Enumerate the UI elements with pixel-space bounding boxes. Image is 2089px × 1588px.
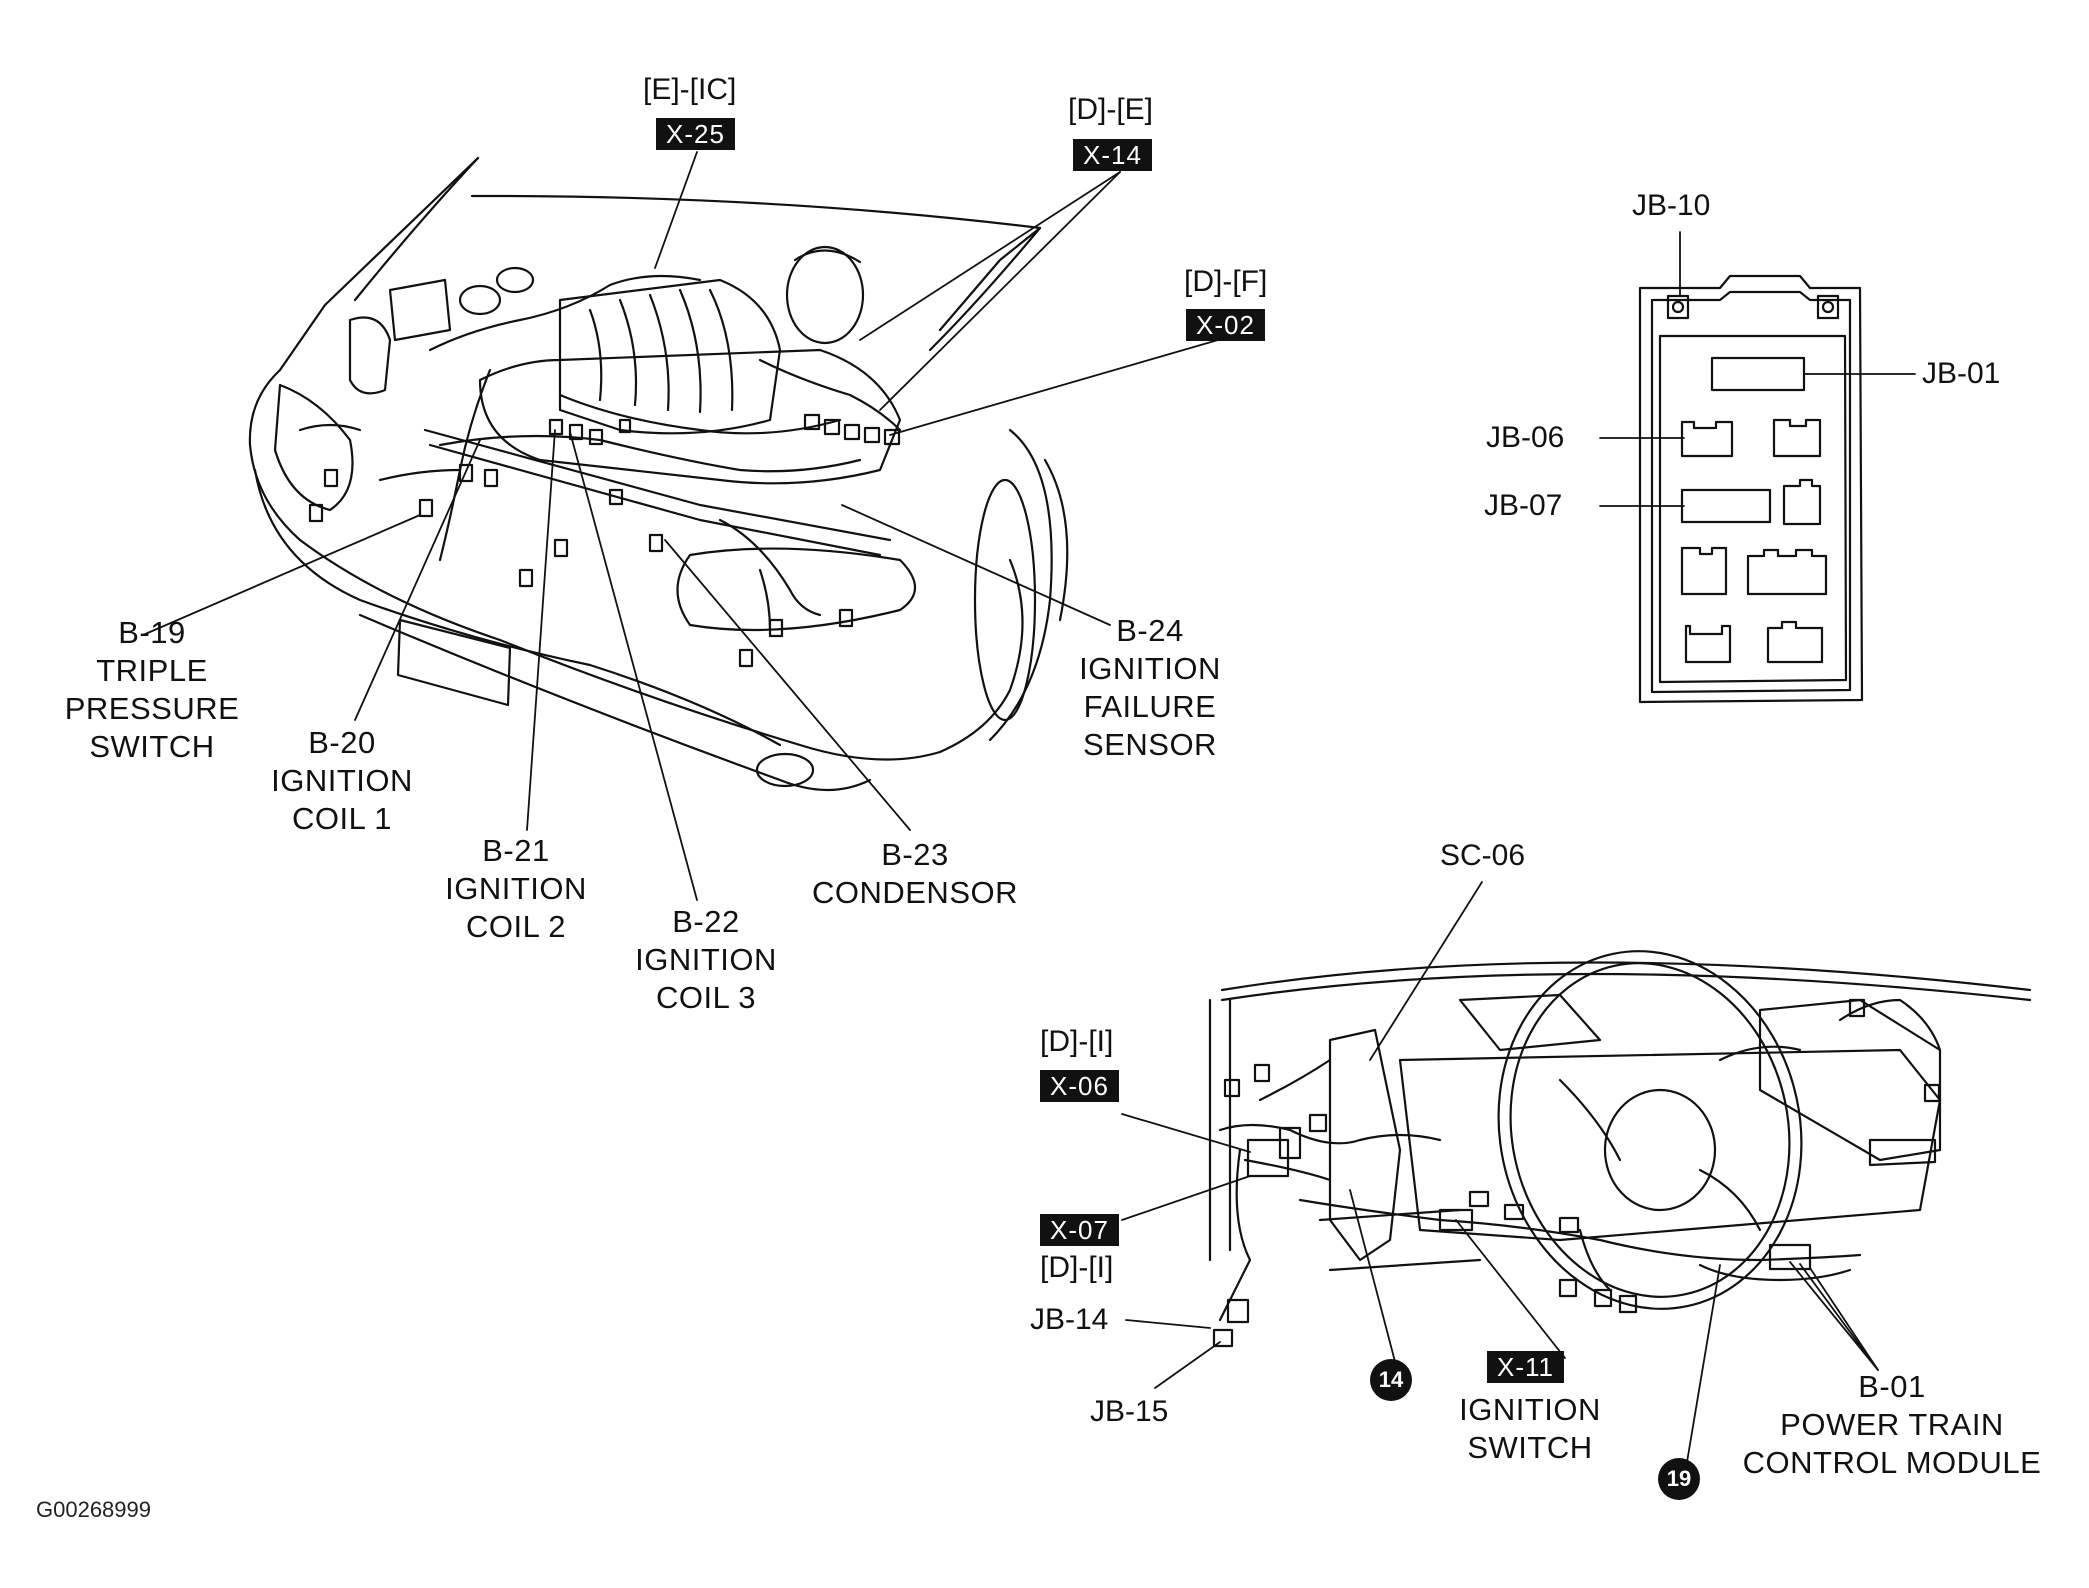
jb-15-label: JB-15 [1090, 1395, 1169, 1428]
badge-14: 14 [1370, 1359, 1412, 1401]
component-name-line: SWITCH [89, 729, 215, 764]
component-b01-label: B-01 POWER TRAIN CONTROL MODULE [1722, 1368, 2062, 1482]
jb-06-label: JB-06 [1486, 421, 1565, 454]
component-id: B-20 [308, 725, 376, 760]
component-name-line: COIL 2 [465, 909, 567, 944]
connector-tag-x11: X-11 [1487, 1351, 1564, 1383]
figure-code: G00268999 [36, 1497, 151, 1522]
connector-ref-x02: [D]-[F] [1184, 265, 1268, 298]
component-b23-label: B-23 CONDENSOR [800, 836, 1030, 912]
connector-ref-x06: [D]-[I] [1040, 1025, 1114, 1058]
component-id: B-19 [118, 615, 186, 650]
connector-ref-x07: [D]-[I] [1040, 1251, 1114, 1284]
component-name-line: PRESSURE [64, 691, 240, 726]
jb-01-label: JB-01 [1922, 357, 2001, 390]
connector-ref-x25: [E]-[IC] [643, 73, 737, 106]
component-name-line: IGNITION [1459, 1392, 1601, 1427]
component-id: B-01 [1858, 1369, 1926, 1404]
component-name-line: COIL 3 [655, 980, 757, 1015]
connector-tag-x06: X-06 [1040, 1070, 1119, 1102]
component-b19-label: B-19 TRIPLE PRESSURE SWITCH [52, 614, 252, 766]
ignition-switch-label: IGNITION SWITCH [1440, 1391, 1620, 1467]
jb-10-label: JB-10 [1632, 189, 1711, 222]
component-id: B-23 [881, 837, 949, 872]
component-name-line: POWER TRAIN [1780, 1407, 2004, 1442]
component-b22-label: B-22 IGNITION COIL 3 [626, 903, 786, 1017]
component-name-line: COIL 1 [291, 801, 393, 836]
component-id: B-22 [672, 904, 740, 939]
component-name-line: IGNITION [445, 871, 587, 906]
component-id: B-24 [1116, 613, 1184, 648]
jb-07-label: JB-07 [1484, 489, 1563, 522]
component-name-line: CONDENSOR [811, 875, 1018, 910]
component-name-line: IGNITION [271, 763, 413, 798]
component-name-line: TRIPLE [96, 653, 208, 688]
connector-tag-x07: X-07 [1040, 1214, 1119, 1246]
component-b24-label: B-24 IGNITION FAILURE SENSOR [1060, 612, 1240, 764]
connector-tag-x25: X-25 [656, 118, 735, 150]
component-b20-label: B-20 IGNITION COIL 1 [262, 724, 422, 838]
component-name-line: SENSOR [1083, 727, 1217, 762]
connector-tag-x14: X-14 [1073, 139, 1152, 171]
connector-tag-x02: X-02 [1186, 309, 1265, 341]
dashboard-illustration [1208, 950, 2032, 1348]
jb-14-label: JB-14 [1030, 1303, 1109, 1336]
component-name-line: FAILURE [1083, 689, 1217, 724]
component-name-line: IGNITION [1079, 651, 1221, 686]
car-front-illustration [248, 156, 1069, 792]
badge-19: 19 [1658, 1458, 1700, 1500]
junction-box-leaders [1599, 231, 1916, 507]
sc-06-label: SC-06 [1440, 839, 1526, 872]
component-name-line: SWITCH [1467, 1430, 1593, 1465]
component-name-line: CONTROL MODULE [1742, 1445, 2042, 1480]
dashboard-leader-lines [1121, 881, 1879, 1469]
engine-leader-lines [142, 151, 1219, 901]
component-id: B-21 [482, 833, 550, 868]
junction-box-illustration [1638, 274, 1864, 704]
component-name-line: IGNITION [635, 942, 777, 977]
component-b21-label: B-21 IGNITION COIL 2 [436, 832, 596, 946]
connector-ref-x14: [D]-[E] [1068, 93, 1154, 126]
